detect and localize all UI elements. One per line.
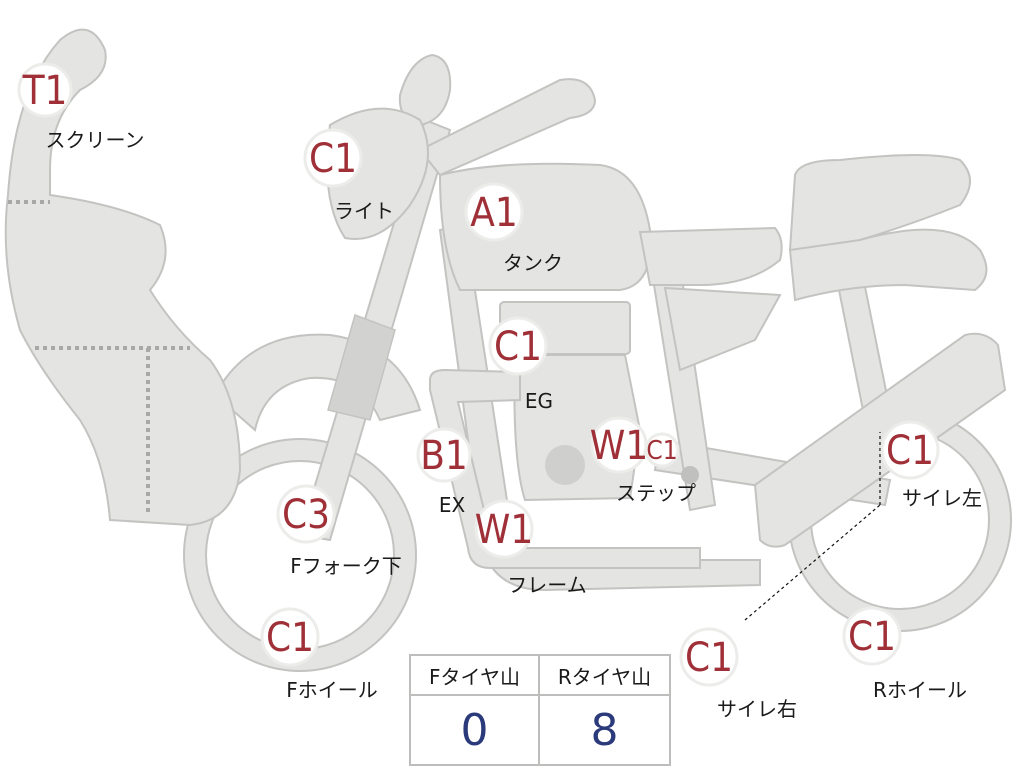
tank-code: A1 [470,190,518,236]
exhaust-code: B1 [420,433,468,479]
fork-label: Fフォーク下 [290,554,402,578]
screen-badge [17,62,73,118]
exhaust-label: EX [439,493,466,517]
screen-code: T1 [22,68,68,114]
rear-wheel-label: Rホイール [873,678,967,702]
side-panel-graphic [663,286,782,372]
screen-label: スクリーン [46,128,145,152]
front-wheel-badge [260,607,320,667]
muffler-left-badge [880,420,940,480]
engine-cover-graphic [545,445,585,485]
light-label: ライト [334,199,394,223]
fork-cover-graphic [327,314,396,421]
tank-label: タンク [503,251,563,275]
step-label: ステップ [616,481,696,505]
muffler-left-label: サイレ左 [902,486,982,510]
fork-code: C3 [282,492,330,538]
frame-label: フレーム [507,573,586,597]
engine-code: C1 [494,324,542,370]
light-code: C1 [309,136,357,182]
step-sub-badge [644,432,680,468]
muffler-right-label: サイレ右 [717,697,797,721]
fork-badge [276,484,336,544]
engine-bolt-graphic [681,466,699,484]
rear-wheel-badge [842,606,902,666]
muffler-left-code: C1 [886,428,934,474]
front-tread-header: Fタイヤ山 [411,656,540,696]
handlebar-graphic [418,78,597,177]
muffler-right-badge [679,627,739,687]
tank-badge [464,182,524,242]
front-tread-value: 0 [411,696,540,764]
fairing-graphic [4,28,242,527]
tire-tread-table: Fタイヤ山 Rタイヤ山 0 8 [409,654,671,766]
rear-tread-value: 8 [590,704,619,756]
light-badge [303,128,363,188]
step-sub-code: C1 [646,436,677,466]
engine-badge [488,316,548,376]
muffler-graphic [753,332,1007,548]
frame-code: W1 [475,507,533,553]
muffler-right-code: C1 [685,635,733,681]
frame-badge [474,499,534,559]
rear-wheel-code: C1 [848,614,896,660]
step-code: W1 [590,423,648,469]
side-cover-graphic [638,226,783,286]
engine-label: EG [525,389,553,413]
tail-graphic [788,228,988,302]
front-wheel-label: Fホイール [286,678,378,702]
exhaust-badge [416,427,472,483]
rear-tread-header: Rタイヤ山 [540,656,669,696]
front-wheel-code: C1 [266,615,314,661]
